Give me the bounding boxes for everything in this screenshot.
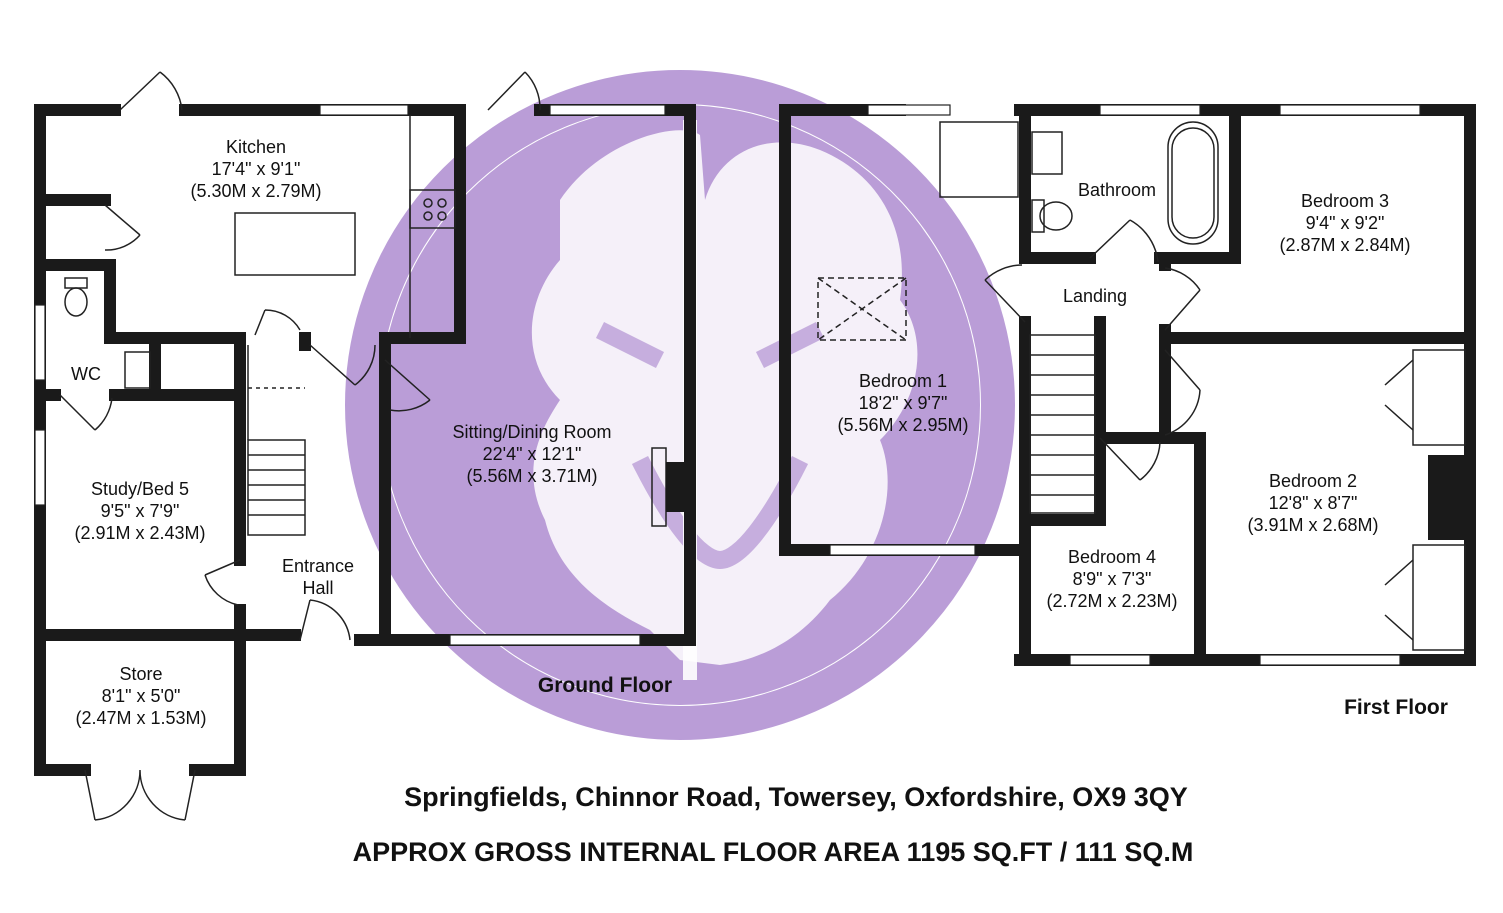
store-french-doors-icon [84,769,196,821]
room-dimension-imperial: 22'4" x 12'1" [483,444,582,464]
room-name-line1: Entrance [282,556,354,576]
room-name: Store [119,664,162,684]
ground-stairs-icon [247,439,306,536]
room-name: Kitchen [226,137,286,157]
basin-icon [1031,131,1063,175]
room-entrance-hall: Entrance Hall [282,556,354,598]
room-dimension-metric: (2.47M x 1.53M) [75,708,206,728]
ground-floor-label: Ground Floor [538,674,672,697]
hob-icon [409,189,456,229]
room-bedroom-2: Bedroom 2 12'8" x 8'7" (3.91M x 2.68M) [1247,471,1378,535]
floor-area-summary: APPROX GROSS INTERNAL FLOOR AREA 1195 SQ… [353,837,1194,867]
shower-icon [939,121,1019,198]
ground-floor-windows [34,104,666,646]
toilet-icon [64,277,88,289]
room-study: Study/Bed 5 9'5" x 7'9" (2.91M x 2.43M) [74,479,205,543]
room-dimension-metric: (5.56M x 3.71M) [466,466,597,486]
wardrobe-icon [1412,349,1466,446]
bath-icon [1167,121,1219,245]
room-dimension-metric: (2.91M x 2.43M) [74,523,205,543]
room-wc: WC [71,364,101,384]
room-name: Bedroom 2 [1269,471,1357,491]
ground-floor-fittings [59,71,686,821]
toilet-icon [1031,199,1045,233]
room-dimension-metric: (2.72M x 2.23M) [1046,591,1177,611]
room-name: Sitting/Dining Room [452,422,611,442]
room-dimension-imperial: 8'1" x 5'0" [102,686,181,706]
lion-head-logo-icon [345,70,1015,740]
basin-icon [124,351,151,389]
room-store: Store 8'1" x 5'0" (2.47M x 1.53M) [75,664,206,728]
first-floor-label: First Floor [1344,696,1448,719]
first-floor-windows [829,104,1421,666]
kitchen-door-icon [119,71,183,111]
room-sitting-dining: Sitting/Dining Room 22'4" x 12'1" (5.56M… [452,422,611,486]
room-dimension-imperial: 17'4" x 9'1" [212,159,301,179]
room-name: Bedroom 4 [1068,547,1156,567]
first-stairs-icon [1029,334,1096,514]
room-bathroom: Bathroom [1078,180,1156,200]
room-dimension-metric: (5.30M x 2.79M) [190,181,321,201]
room-dimension-metric: (3.91M x 2.68M) [1247,515,1378,535]
room-dimension-imperial: 18'2" x 9'7" [859,393,948,413]
first-floor-fittings [817,121,1466,651]
room-dimension-metric: (5.56M x 2.95M) [837,415,968,435]
room-bedroom-4: Bedroom 4 8'9" x 7'3" (2.72M x 2.23M) [1046,547,1177,611]
room-dimension-imperial: 9'5" x 7'9" [101,501,180,521]
room-name-line2: Hall [302,578,333,598]
room-dimension-imperial: 12'8" x 8'7" [1269,493,1358,513]
room-kitchen: Kitchen 17'4" x 9'1" (5.30M x 2.79M) [190,137,321,201]
room-bedroom-3: Bedroom 3 9'4" x 9'2" (2.87M x 2.84M) [1279,191,1410,255]
property-address: Springfields, Chinnor Road, Towersey, Ox… [404,782,1188,812]
ground-floor-walls [34,104,696,776]
room-name: WC [71,364,101,384]
room-name: Study/Bed 5 [91,479,189,499]
kitchen-island [234,212,356,276]
room-bedroom-1: Bedroom 1 18'2" x 9'7" (5.56M x 2.95M) [837,371,968,435]
room-name: Bedroom 1 [859,371,947,391]
room-name: Bedroom 3 [1301,191,1389,211]
loft-hatch-icon [817,277,907,341]
room-name: Landing [1063,286,1127,306]
room-landing: Landing [1063,286,1127,306]
room-name: Bathroom [1078,180,1156,200]
room-dimension-metric: (2.87M x 2.84M) [1279,235,1410,255]
room-dimension-imperial: 8'9" x 7'3" [1073,569,1152,589]
room-dimension-imperial: 9'4" x 9'2" [1306,213,1385,233]
